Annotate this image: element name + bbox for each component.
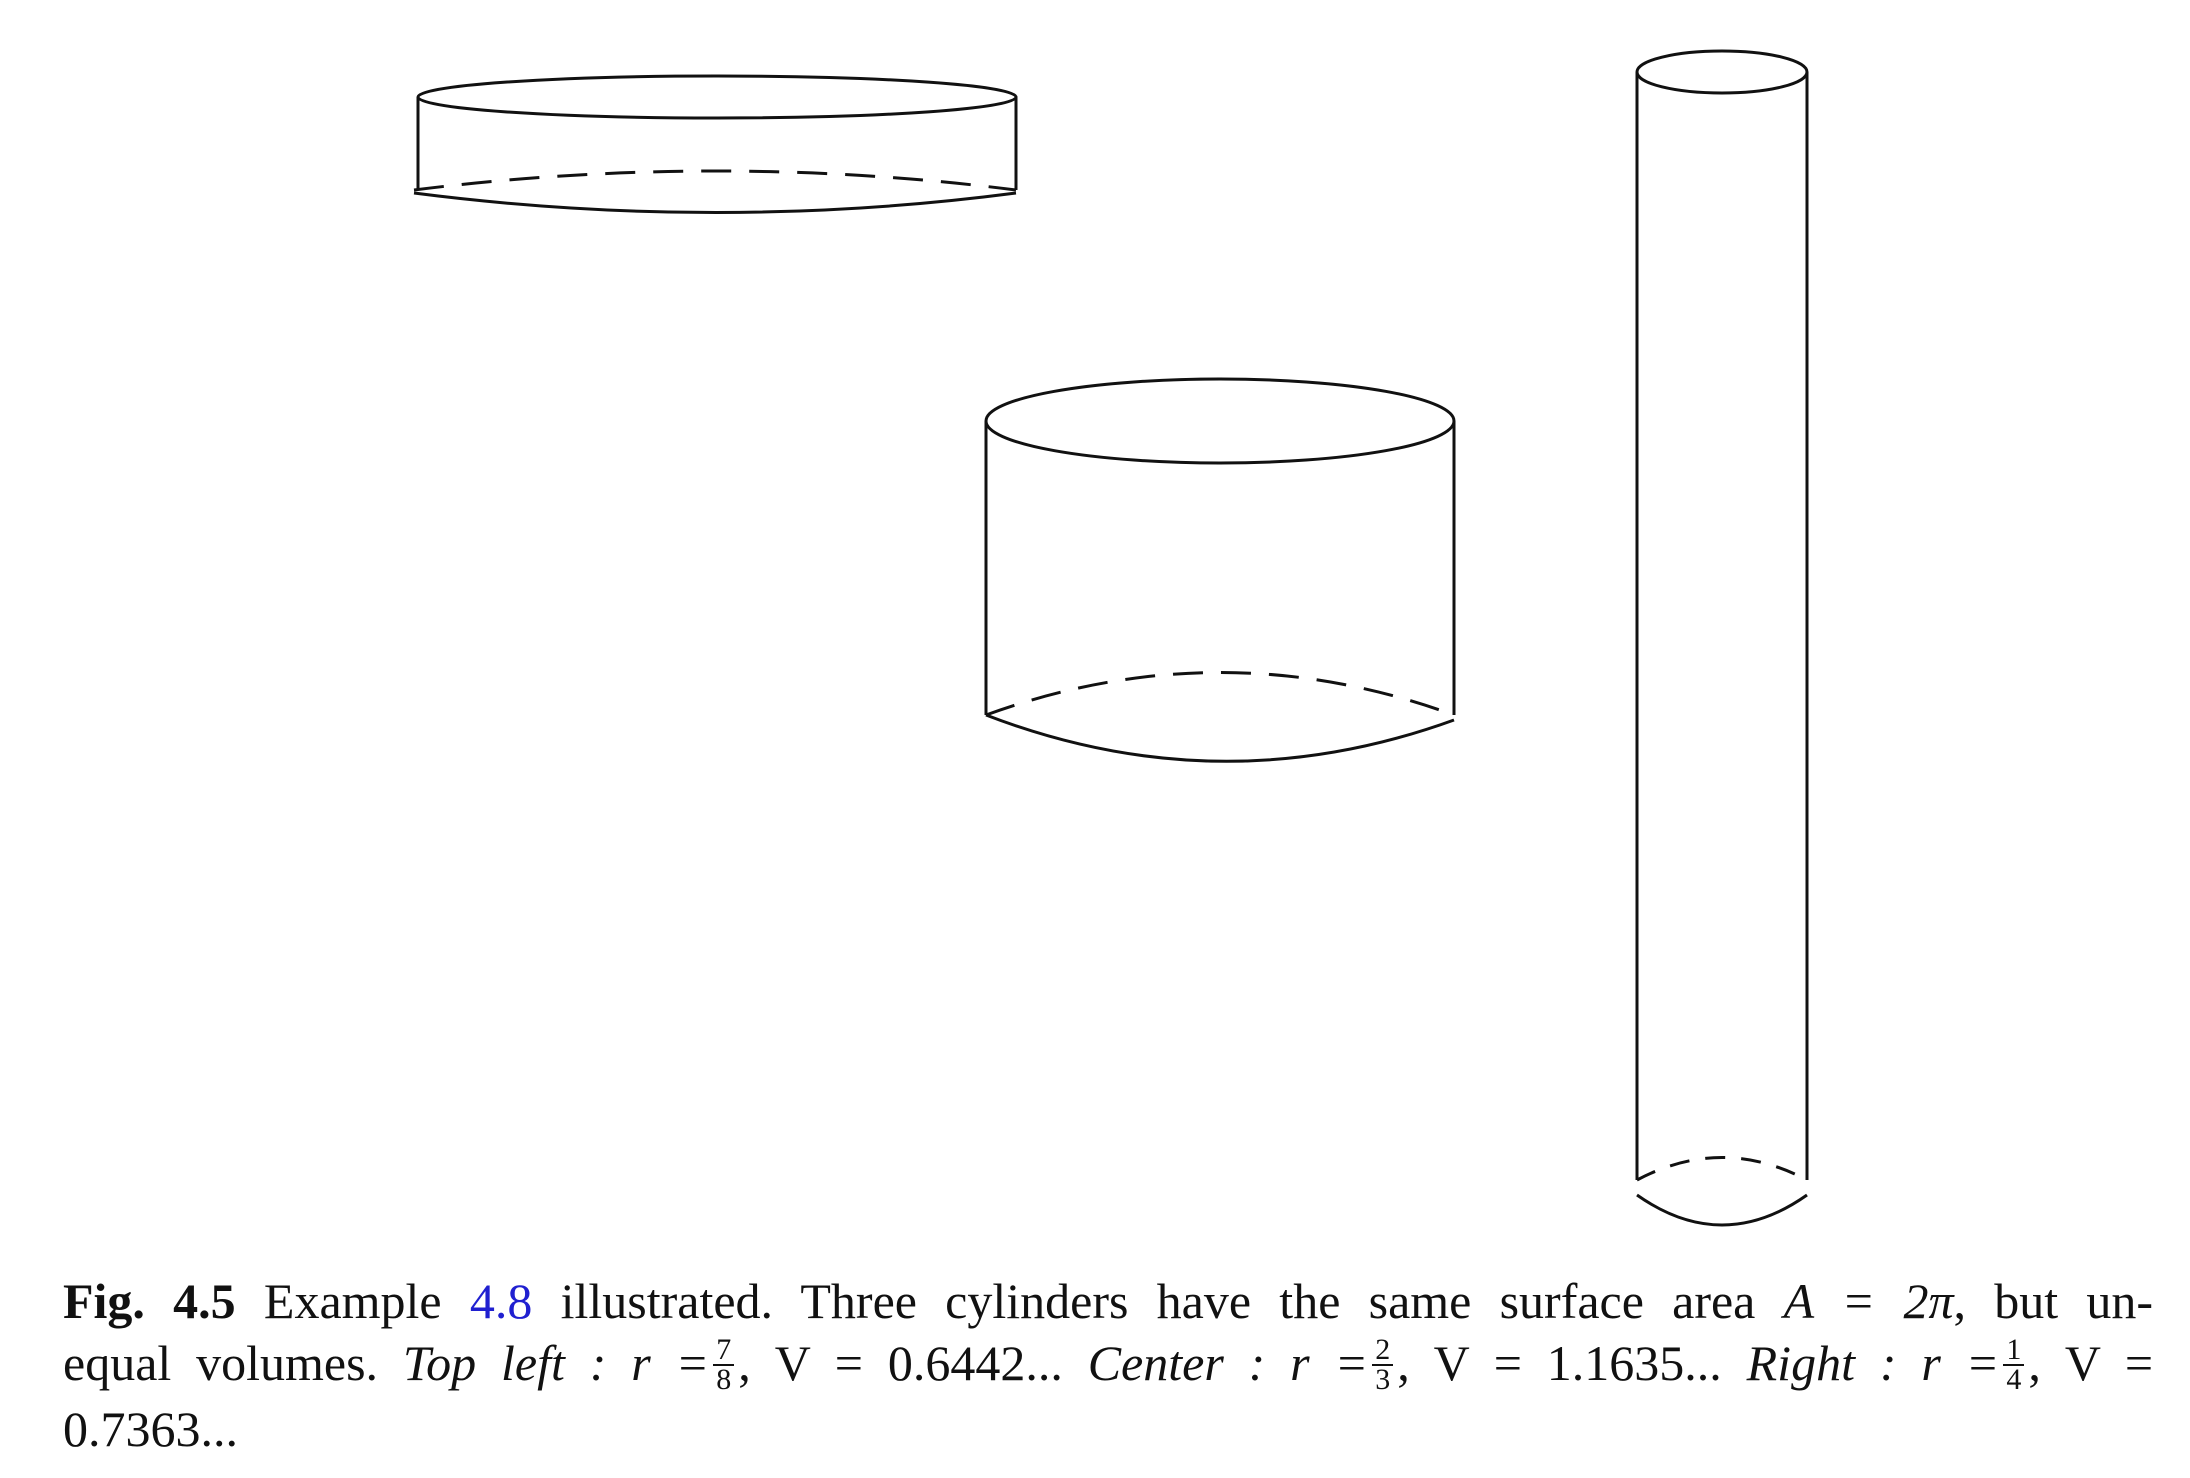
center-radius-numerator: 2 [1372,1334,1394,1366]
caption-example-word: Example [263,1273,442,1329]
top-left-volume: , V = 0.6442... [738,1335,1063,1391]
area-equation: A = 2π [1783,1273,1954,1329]
cylinder-top-left [413,74,1018,214]
cylinder-right [1635,49,1809,1227]
caption-line-1: Fig. 4.5 Example 4.8 illustrated. Three … [63,1270,2153,1332]
cylinder-right-hidden-base [1636,1156,1808,1182]
right-r-equals: : r = [1879,1335,2000,1391]
figure-label: Fig. 4.5 [63,1273,236,1329]
top-left-radius-denominator: 8 [716,1362,732,1396]
figure-caption: Fig. 4.5 Example 4.8 illustrated. Three … [63,1270,2153,1460]
cylinder-center-hidden-base [985,671,1455,717]
right-volume-value: 0.7363... [63,1400,238,1457]
right-radius-denominator: 4 [2006,1362,2022,1396]
center-radius-denominator: 3 [1375,1362,1391,1396]
cylinder-center-top-ellipse [984,377,1456,465]
center-volume: , V = 1.1635... [1397,1335,1722,1391]
center-label: Center [1087,1335,1224,1391]
top-left-radius-numerator: 7 [713,1334,735,1366]
cylinders-figure [413,49,1809,1227]
top-left-label: Top left [402,1335,565,1391]
cylinders-drawing [413,49,1809,1227]
cylinder-top-left-hidden-base [413,169,1017,192]
caption-text-2: , but un- [1953,1273,2154,1329]
right-label: Right [1746,1335,1855,1391]
right-volume-start: , V = [2028,1335,2154,1391]
top-left-r-equals: : r = [589,1335,710,1391]
cylinder-top-left-front-base [413,191,1017,214]
cylinder-center-front-base [985,713,1455,763]
cylinder-right-top-ellipse [1635,49,1809,95]
right-radius-numerator: 1 [2003,1334,2025,1366]
center-r-equals: : r = [1248,1335,1369,1391]
cylinder-top-left-top-ellipse [416,74,1018,120]
cylinder-center [984,377,1456,763]
cylinder-right-front-base [1636,1193,1808,1227]
caption-text-3: equal volumes. [63,1335,379,1391]
example-reference-link[interactable]: 4.8 [469,1273,533,1329]
caption-text-1: illustrated. Three cylinders have the sa… [560,1273,1756,1329]
caption-line-3: 0.7363... [63,1398,2153,1460]
